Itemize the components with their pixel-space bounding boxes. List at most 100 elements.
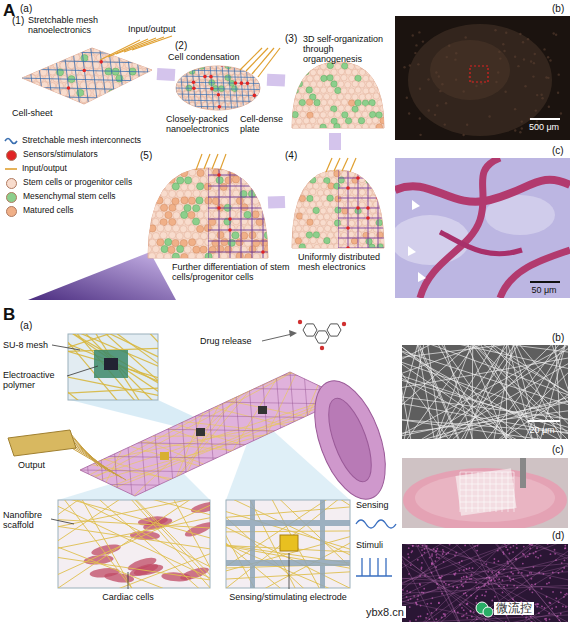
annotation-label: 50 μm [522, 285, 566, 295]
cell-dot [211, 97, 217, 103]
cell-dot [295, 238, 301, 244]
flow-wedge [28, 252, 176, 300]
cell-dot [250, 108, 256, 114]
io-wire [334, 158, 340, 171]
fibre [68, 334, 158, 400]
mesh-line [234, 372, 244, 496]
cell-dot [153, 83, 160, 90]
cell-dot [345, 105, 351, 111]
cell-dot [296, 105, 302, 111]
micrograph [395, 16, 570, 140]
cell-dot [217, 245, 224, 252]
speck [541, 588, 543, 590]
cell-dot [92, 75, 99, 82]
cell-dot [108, 89, 115, 96]
speck [503, 50, 505, 52]
cell-dot [313, 232, 319, 238]
cell-dot [372, 117, 378, 123]
mesh-line [18, 105, 158, 108]
cell-dot [112, 68, 119, 75]
fibre [188, 145, 418, 626]
cell-dot [313, 207, 319, 213]
speck [408, 557, 410, 559]
mesh-line [338, 188, 390, 189]
cell-dot [89, 68, 96, 75]
cell-dot [264, 176, 271, 183]
cell-dot [352, 81, 358, 87]
cell-dot [289, 69, 295, 75]
cell-dot [292, 171, 298, 177]
cell-dot [380, 213, 386, 219]
cell-dot [224, 162, 231, 169]
fibre [402, 544, 568, 622]
cell-dot [149, 239, 156, 246]
mesh-line [144, 42, 152, 108]
fibre [402, 345, 568, 439]
speck [562, 605, 564, 607]
mesh-line [122, 372, 132, 496]
cell-dot [101, 75, 108, 82]
mesh-line [18, 69, 158, 72]
cell-dot [345, 129, 351, 135]
cell-dot [233, 190, 240, 197]
cell-dot [36, 61, 43, 68]
speck [407, 553, 409, 555]
cell-dot [310, 177, 316, 183]
sensor-dot [105, 105, 109, 109]
cell-dot [380, 81, 386, 87]
speck [505, 546, 507, 548]
cell-dot [366, 214, 372, 220]
cell-dot [173, 97, 179, 103]
mesh-line [18, 96, 158, 99]
cell-dot [169, 204, 176, 211]
cell-dot [372, 189, 378, 195]
cell-dot [303, 225, 309, 231]
speck [564, 559, 566, 561]
cell-dot [257, 108, 263, 114]
cell-dot [327, 99, 333, 105]
sensing-waveform [356, 520, 396, 528]
mesh-line [174, 112, 264, 114]
cell-dot [342, 112, 348, 118]
sensor-dot [346, 226, 350, 230]
cell-dot [245, 97, 251, 103]
cell-dot [265, 190, 272, 197]
speck [476, 595, 478, 597]
mesh-line [80, 470, 345, 474]
speck [536, 603, 538, 605]
cell-dot [105, 40, 112, 47]
cell-dot [168, 246, 175, 253]
cell-dot [169, 218, 176, 225]
cell-dot [342, 208, 348, 214]
cell-dot [256, 177, 263, 184]
cell-dot [310, 81, 316, 87]
cell-dot [252, 197, 259, 204]
cell-dot [331, 69, 337, 75]
speck [498, 560, 500, 562]
cell-dot [184, 204, 191, 211]
cell-dot [317, 106, 323, 112]
cell-dot [125, 103, 132, 110]
speck [463, 609, 465, 611]
mesh-line [208, 186, 272, 187]
mesh-line [36, 42, 44, 108]
legend-row: Mesenchymal stem cells [4, 190, 141, 204]
speck [513, 545, 515, 547]
cell-dot [356, 220, 362, 226]
cell-dot [141, 103, 148, 110]
cell-dot [327, 232, 333, 238]
cell-dot [145, 232, 152, 239]
electrode [280, 535, 298, 551]
cell-dot [379, 165, 385, 171]
cell-dot [172, 183, 179, 190]
cell-dot [296, 177, 302, 183]
speck [445, 583, 447, 585]
speck [436, 548, 438, 550]
cell-dot [349, 111, 355, 117]
cell-dot [144, 176, 151, 183]
mesh-line [241, 164, 242, 260]
io-wire [196, 154, 202, 170]
cell-dot [324, 237, 330, 243]
speck [548, 582, 550, 584]
cell-dot [380, 117, 386, 123]
